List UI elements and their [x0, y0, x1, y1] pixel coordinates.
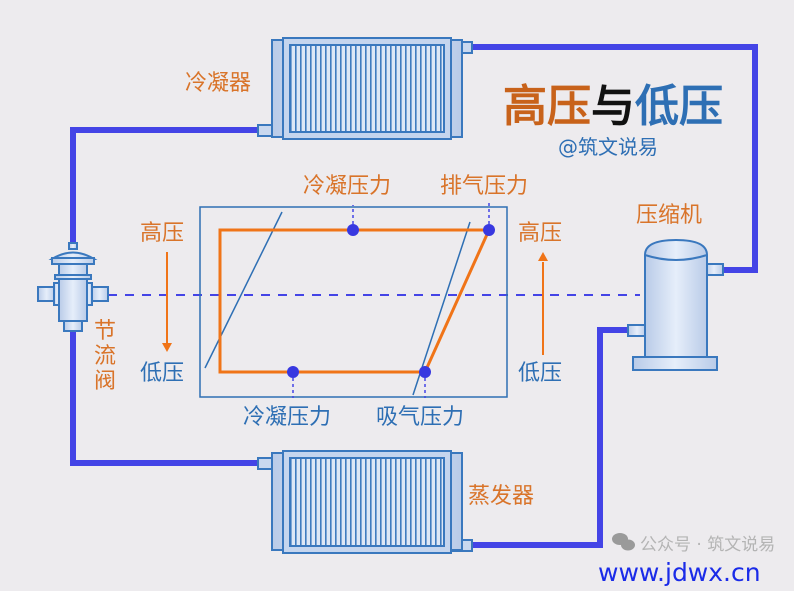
pressure-chart	[162, 203, 548, 398]
label-high-left: 高压	[140, 221, 184, 246]
saturation-curve-right	[412, 221, 471, 396]
title-low: 低压	[635, 81, 723, 132]
label-low-left: 低压	[140, 361, 184, 386]
pipes	[70, 44, 758, 548]
valve-label-2: 流	[94, 344, 116, 369]
compressor	[627, 238, 724, 371]
label-condensing-pressure-top: 冷凝压力	[303, 174, 391, 199]
title-high: 高压	[503, 81, 591, 132]
label-high-right: 高压	[518, 221, 562, 246]
label-condensing-pressure-bottom: 冷凝压力	[243, 405, 331, 430]
valve-label-3: 阀	[94, 369, 116, 394]
condenser	[257, 37, 473, 140]
pipe-condenser-compressor	[470, 44, 758, 273]
wechat-icon	[612, 533, 635, 551]
point-discharge	[483, 224, 495, 236]
expansion-valve	[37, 242, 109, 332]
pipe-evaporator-valve	[70, 330, 262, 466]
evaporator	[257, 450, 473, 554]
valve-label-1: 节	[94, 319, 116, 344]
condenser-label: 冷凝器	[185, 71, 251, 96]
subtitle: @筑文说易	[558, 135, 658, 159]
watermark-url: www.jdwx.cn	[598, 558, 761, 587]
point-low	[287, 366, 299, 378]
watermark-account: 公众号 · 筑文说易	[640, 535, 775, 555]
point-suction	[419, 366, 431, 378]
pipe-compressor-evaporator	[470, 327, 632, 548]
pipe-valve-condenser	[70, 127, 262, 250]
title-and: 与	[591, 81, 635, 132]
point-condensing	[347, 224, 359, 236]
label-low-right: 低压	[518, 361, 562, 386]
label-suction-pressure: 吸气压力	[376, 405, 464, 430]
evaporator-label: 蒸发器	[468, 484, 534, 509]
label-discharge-pressure: 排气压力	[440, 174, 528, 199]
chart-frame	[199, 206, 508, 398]
refrigeration-cycle	[218, 228, 492, 374]
saturation-curve-left	[204, 211, 283, 369]
compressor-label: 压缩机	[636, 203, 702, 228]
